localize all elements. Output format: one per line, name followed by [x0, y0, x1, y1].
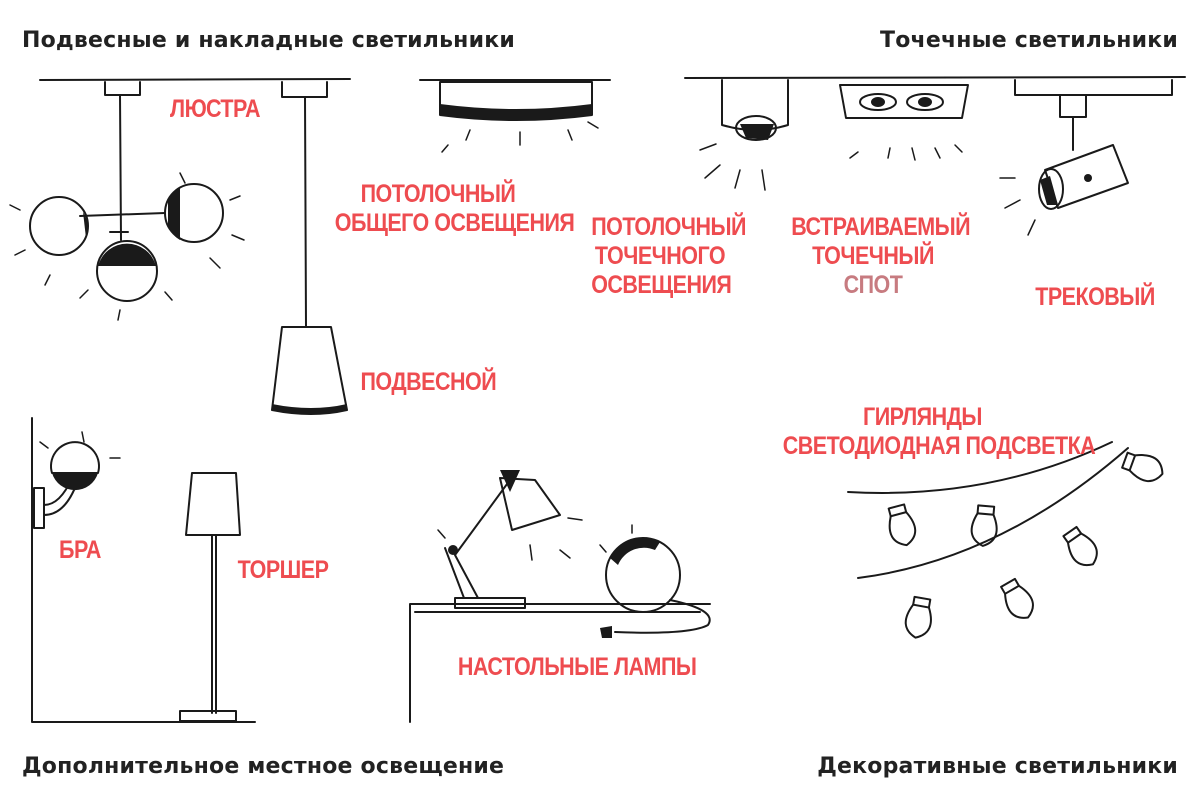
- label-spot: СПОТ: [843, 271, 903, 299]
- wall-and-floor: [31, 417, 256, 723]
- label-garlands-line-2: СВЕТОДИОДНАЯ ПОДСВЕТКА: [782, 432, 1096, 460]
- label-table-lamps-text: НАСТОЛЬНЫЕ ЛАМПЫ: [457, 653, 697, 681]
- chandelier-icon: [9, 81, 245, 321]
- recessed-spot-icon: [839, 84, 969, 161]
- label-pendant: ПОДВЕСНОЙ: [360, 368, 497, 397]
- label-ceiling-spot: ПОТОЛОЧНЫЙ ТОЧЕЧНОГО ОСВЕЩЕНИЯ: [591, 213, 746, 300]
- label-recessed-line-2: ТОЧЕЧНЫЙ: [812, 242, 934, 270]
- ceiling-line-right: [684, 76, 1186, 79]
- floor-lamp-icon: [179, 472, 241, 722]
- section-title-pendant-surface: Подвесные и накладные светильники: [22, 28, 515, 53]
- ceiling-spot-icon: [699, 79, 789, 191]
- ball-lamp-icon: [599, 524, 711, 638]
- desk-icon: [409, 603, 711, 723]
- desk-lamp-icon: [437, 470, 583, 609]
- pendant-lamp-icon: [271, 81, 348, 415]
- label-track-text: ТРЕКОВЫЙ: [1035, 283, 1155, 311]
- label-ceiling-spot-line-3: ОСВЕЩЕНИЯ: [591, 271, 732, 299]
- section-title-local: Дополнительное местное освещение: [22, 754, 505, 779]
- section-title-decorative: Декоративные светильники: [817, 754, 1178, 779]
- label-recessed-spot: ВСТРАИВАЕМЫЙ ТОЧЕЧНЫЙ СПОТ: [791, 213, 971, 300]
- label-ceiling-general-line-2: ОБЩЕГО ОСВЕЩЕНИЯ: [334, 209, 575, 237]
- track-light-icon: [999, 79, 1173, 236]
- label-sconce-text: БРА: [59, 536, 101, 564]
- label-ceiling-general-line-1: ПОТОЛОЧНЫЙ: [360, 180, 516, 208]
- label-floor-lamp-text: ТОРШЕР: [237, 556, 329, 584]
- ceiling-line-left: [39, 78, 611, 81]
- ceiling-lamp-icon: [439, 81, 599, 153]
- label-pendant-text: ПОДВЕСНОЙ: [360, 368, 497, 396]
- label-chandelier: ЛЮСТРА: [159, 95, 271, 124]
- label-chandelier-text: ЛЮСТРА: [169, 95, 261, 123]
- label-track: ТРЕКОВЫЙ: [1035, 283, 1155, 312]
- label-recessed-line-1: ВСТРАИВАЕМЫЙ: [791, 213, 971, 241]
- garland-icon: [847, 441, 1164, 639]
- label-garlands-line-1: ГИРЛЯНДЫ: [863, 403, 982, 431]
- section-title-spot: Точечные светильники: [880, 28, 1178, 53]
- label-garlands: ГИРЛЯНДЫ СВЕТОДИОДНАЯ ПОДСВЕТКА: [782, 403, 1096, 461]
- label-floor-lamp: ТОРШЕР: [236, 556, 331, 585]
- sconce-icon: [33, 431, 121, 529]
- label-ceiling-spot-line-2: ТОЧЕЧНОГО: [594, 242, 726, 270]
- label-table-lamps: НАСТОЛЬНЫЕ ЛАМПЫ: [457, 653, 697, 682]
- label-ceiling-spot-line-1: ПОТОЛОЧНЫЙ: [591, 213, 746, 241]
- label-ceiling-general: ПОТОЛОЧНЫЙ ОБЩЕГО ОСВЕЩЕНИЯ: [334, 180, 575, 238]
- label-sconce: БРА: [46, 536, 115, 565]
